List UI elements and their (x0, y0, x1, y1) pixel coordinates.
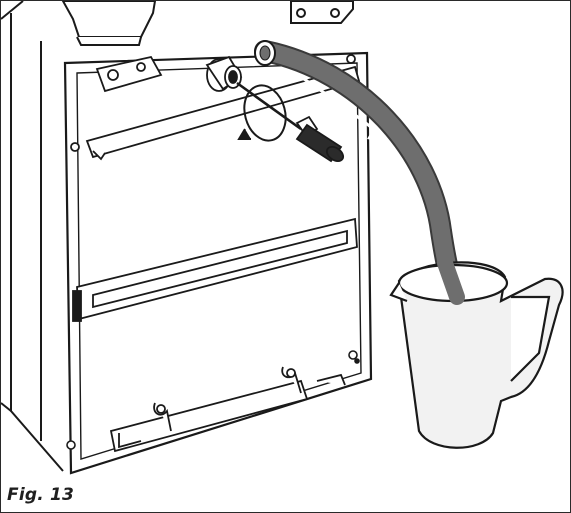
measuring-jug (389, 261, 564, 449)
figure-caption: Fig. 13 (7, 485, 75, 505)
top-housing-right (290, 1, 354, 24)
hose-end (437, 255, 465, 305)
panel-screws (66, 350, 360, 450)
top-housing-left (61, 1, 157, 46)
mounting-bracket (95, 55, 163, 93)
rotation-arrow (237, 84, 287, 142)
drain-cap (205, 55, 243, 92)
screwdriver (236, 81, 345, 163)
flow-arrow (300, 75, 389, 143)
machine-side-panel (1, 1, 64, 472)
middle-slot-bar (72, 217, 358, 322)
bottom-plate (109, 366, 346, 453)
